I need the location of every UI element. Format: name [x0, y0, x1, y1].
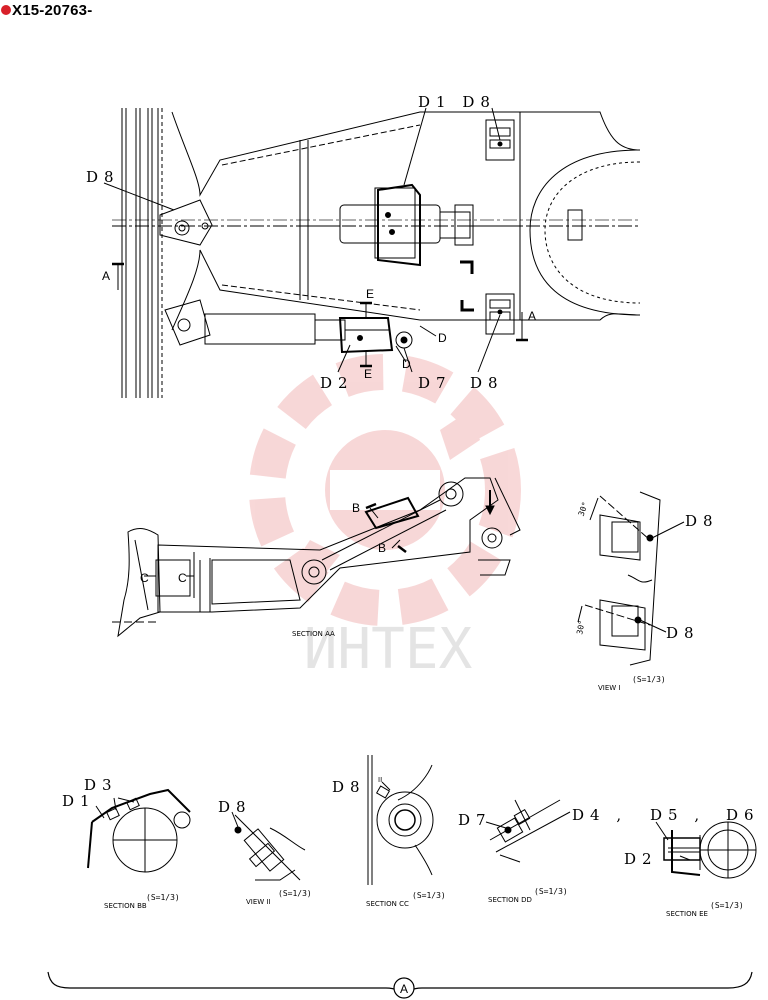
section-aa-labels: B B C C SECTION AA — [140, 501, 386, 638]
pivot-left — [159, 199, 213, 246]
detail-section-bb — [87, 788, 191, 873]
track-rails — [121, 108, 163, 398]
bb-label-d3: D3 — [84, 776, 118, 794]
dd-title: SECTION DD — [488, 896, 532, 904]
footer-brace — [47, 971, 753, 999]
d2-guard — [338, 317, 394, 354]
detail-section-cc — [367, 755, 434, 885]
top-view — [103, 107, 641, 398]
label-d-b: D — [402, 357, 411, 371]
view-i — [577, 491, 685, 666]
section-arrows-top — [112, 262, 528, 368]
label-d2: D2 — [320, 374, 354, 392]
section-aa-title: SECTION AA — [292, 630, 335, 638]
ee-label-d6: D6 — [726, 806, 760, 824]
section-aa-arrows — [144, 490, 495, 577]
ee-title: SECTION EE — [666, 910, 708, 918]
ee-scale: (S=1/3) — [710, 901, 744, 910]
header: X15-20763- — [0, 0, 92, 20]
gear-logo-icon — [249, 354, 521, 626]
cc-marker: II — [378, 776, 382, 784]
view-i-angle-top: 30° — [577, 501, 590, 518]
label-d8-left: D8 — [86, 168, 120, 186]
footer-circle-label: A — [400, 982, 408, 996]
watermark-text: ИНТЕХ — [304, 617, 473, 682]
arrow-e-top: E — [366, 287, 374, 301]
label-d: D — [438, 331, 447, 345]
ee-label-d2: D2 — [624, 850, 658, 868]
view-i-title: VIEW I — [598, 684, 621, 692]
ii-label-d8: D8 — [218, 798, 252, 816]
cc-title: SECTION CC — [366, 900, 409, 908]
dd-scale: (S=1/3) — [534, 887, 568, 896]
d1-guard — [377, 183, 421, 267]
detail-ii-labels: D8 (S=1/3) VIEW II — [218, 798, 312, 906]
detail-view-ii — [231, 811, 306, 881]
dd-label-d7: D7 — [458, 811, 492, 829]
view-i-scale: (S=1/3) — [632, 675, 666, 684]
d8-top-bracket — [485, 119, 515, 161]
arrow-c-left: C — [140, 571, 149, 585]
top-view-labels: D1 D8 D8 D2 D7 D8 D D A A E E — [86, 93, 536, 392]
detail-section-ee — [655, 821, 757, 879]
bb-scale: (S=1/3) — [146, 893, 180, 902]
label-d1-d8: D1 D8 — [418, 93, 496, 111]
d8-bottom-bracket — [485, 293, 515, 335]
section-aa — [112, 477, 521, 638]
brand-dot-icon — [1, 5, 11, 15]
main-frame — [171, 111, 521, 331]
turntable — [520, 111, 641, 321]
arrow-e-bottom: E — [364, 367, 372, 381]
detail-cc-labels: D8 II (S=1/3) SECTION CC — [332, 776, 446, 908]
watermark: ИНТЕХ — [249, 354, 521, 682]
arrow-a-right: A — [528, 309, 536, 323]
lower-cylinder — [164, 299, 390, 346]
view-i-labels: D8 D8 30° 30° (S=1/3) VIEW I — [575, 501, 719, 692]
bb-title: SECTION BB — [104, 902, 147, 910]
center-cylinder — [300, 187, 520, 259]
view-i-label-d8-bottom: D8 — [666, 624, 700, 642]
arrow-a-left: A — [102, 269, 110, 283]
arrow-b-top: B — [352, 501, 360, 515]
detail-dd-labels: D7 (S=1/3) SECTION DD — [458, 811, 568, 904]
view-i-label-d8-top: D8 — [685, 512, 719, 530]
label-d8-bottom: D8 — [470, 374, 504, 392]
blade — [117, 528, 161, 638]
part-number: X15-20763- — [12, 1, 93, 19]
cc-label-d8: D8 — [332, 778, 366, 796]
ee-label-d4: D4 , — [572, 806, 627, 824]
bb-label-d1: D1 — [62, 792, 96, 810]
view-i-angle-bottom: 30° — [575, 619, 586, 635]
ii-title: VIEW II — [246, 898, 271, 906]
detail-bb-labels: D1 D3 (S=1/3) SECTION BB — [62, 776, 180, 910]
ii-scale: (S=1/3) — [278, 889, 312, 898]
detail-section-dd — [485, 799, 571, 863]
label-d7: D7 — [418, 374, 452, 392]
arrow-b-bottom: B — [378, 541, 386, 555]
detail-ee-labels: D4 , D5 , D6 D2 (S=1/3) SECTION EE — [572, 806, 760, 918]
arrow-c-right: C — [178, 571, 187, 585]
top-view-leaders — [103, 107, 501, 373]
ee-label-d5: D5 , — [650, 806, 705, 824]
cc-scale: (S=1/3) — [412, 891, 446, 900]
